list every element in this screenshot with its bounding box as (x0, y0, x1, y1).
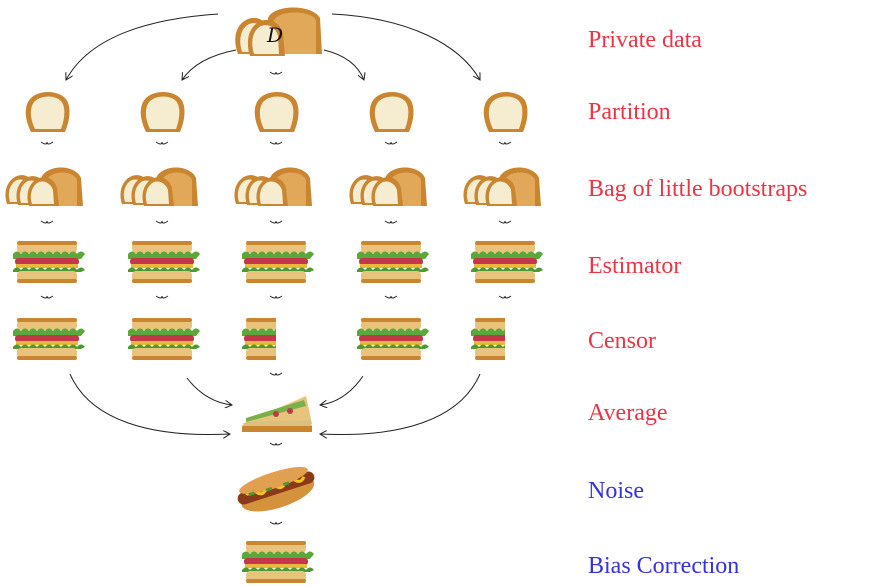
bread-slice-icon (140, 92, 185, 132)
step-arrow (155, 295, 169, 299)
stage-label-bag-of-little-bootstraps: Bag of little bootstraps (588, 176, 808, 202)
bread-slice-icon (25, 92, 70, 132)
step-arrow (269, 141, 283, 145)
half-sandwich-icon (242, 318, 276, 360)
bread-slice-icon (254, 92, 299, 132)
sandwich-icon (128, 318, 200, 360)
step-arrow (269, 220, 283, 224)
stage-label-censor: Censor (588, 328, 656, 354)
step-arrow (40, 220, 54, 224)
step-arrow (269, 442, 283, 446)
sandwich-icon (357, 318, 429, 360)
step-arrow (498, 295, 512, 299)
step-arrow (384, 220, 398, 224)
step-arrows (40, 71, 512, 525)
source-symbol-d: D (266, 23, 283, 47)
sandwich-icon (13, 241, 85, 283)
step-arrow (155, 220, 169, 224)
stage-label-noise: Noise (588, 478, 644, 504)
sandwich-icon (13, 318, 85, 360)
sliced-loaf-icon (349, 167, 427, 206)
bread-slice-icon (369, 92, 414, 132)
triangle-sandwich-icon (242, 396, 312, 432)
step-arrow (498, 141, 512, 145)
fan-out-arrows (66, 13, 480, 80)
icon-grid (5, 7, 543, 583)
step-arrow (40, 295, 54, 299)
step-arrow (269, 295, 283, 299)
stage-label-bias-correction: Bias Correction (588, 553, 740, 579)
stage-label-partition: Partition (588, 99, 671, 125)
fan-in-arrows (69, 373, 481, 435)
sandwich-icon (128, 241, 200, 283)
sandwich-icon (471, 241, 543, 283)
step-arrow (40, 141, 54, 145)
stage-label-average: Average (588, 400, 668, 426)
step-arrow (269, 521, 283, 525)
step-arrow (269, 71, 283, 75)
step-arrow (384, 141, 398, 145)
sliced-loaf-icon (5, 167, 83, 206)
step-arrow (384, 295, 398, 299)
step-arrow (155, 141, 169, 145)
sandwich-icon (242, 541, 314, 583)
stage-label-private-data: Private data (588, 27, 702, 53)
sliced-loaf-icon (120, 167, 198, 206)
sliced-loaf-icon (463, 167, 541, 206)
step-arrow (498, 220, 512, 224)
sliced-loaf-icon (234, 167, 312, 206)
sandwich-icon (357, 241, 429, 283)
bread-slice-icon (483, 92, 528, 132)
stage-label-estimator: Estimator (588, 253, 682, 279)
sandwich-icon (242, 241, 314, 283)
half-sandwich-icon (471, 318, 505, 360)
step-arrow (269, 372, 283, 376)
hotdog-icon (231, 458, 322, 521)
